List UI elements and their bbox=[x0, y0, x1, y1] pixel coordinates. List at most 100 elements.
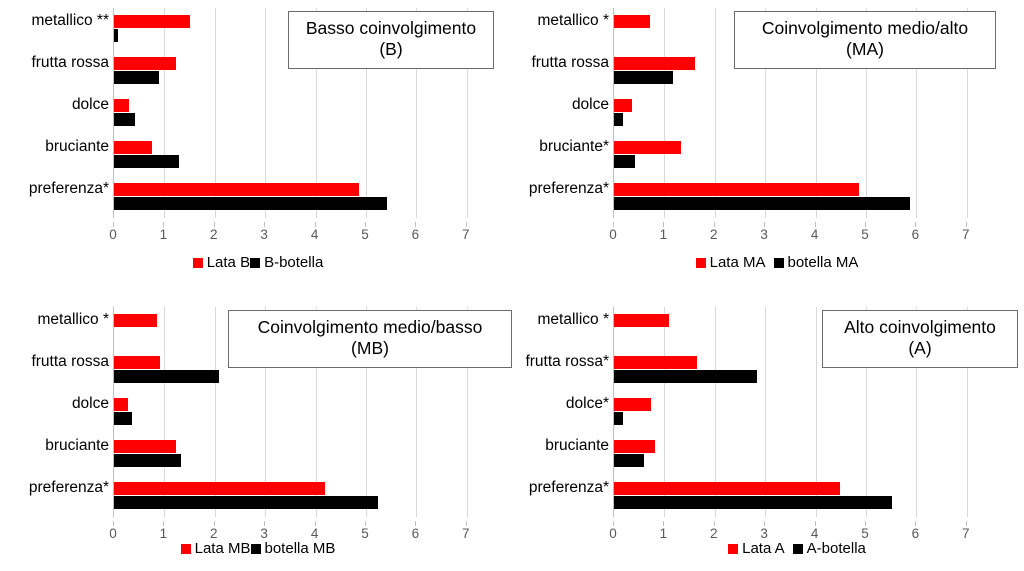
bar-bottle bbox=[114, 113, 136, 126]
bar-group bbox=[614, 134, 997, 176]
gridline bbox=[916, 307, 918, 517]
gridline bbox=[315, 307, 317, 517]
legend-entry-bottle-B: B-botella bbox=[250, 254, 323, 271]
bar-can bbox=[614, 356, 698, 369]
axis-tick-mark bbox=[465, 222, 467, 227]
category-label: frutta rossa bbox=[31, 54, 109, 71]
panel-title-line1: Coinvolgimento medio/alto bbox=[761, 18, 969, 38]
gridline bbox=[214, 307, 216, 517]
gridline bbox=[866, 307, 867, 517]
axis-tick-mark bbox=[613, 222, 614, 227]
bar-can bbox=[114, 183, 360, 196]
bar-group bbox=[114, 475, 497, 517]
legend-label-can: Lata MA bbox=[709, 254, 766, 271]
bar-group bbox=[614, 433, 997, 475]
bar-bottle bbox=[614, 412, 624, 425]
axis-tick-label: 5 bbox=[361, 227, 369, 242]
panel-title-MA: Coinvolgimento medio/alto (MA) bbox=[734, 11, 996, 69]
bar-group bbox=[114, 349, 497, 391]
gridline bbox=[664, 8, 666, 218]
axis-tick-mark bbox=[713, 521, 715, 526]
legend-label-can: Lata MB bbox=[194, 540, 251, 557]
axis-tick-mark bbox=[314, 521, 316, 526]
axis-tick-label: 6 bbox=[911, 227, 920, 242]
bar-group bbox=[114, 92, 497, 134]
legend-label-bottle: botella MB bbox=[264, 540, 336, 557]
panel-title-B: Basso coinvolgimento (B) bbox=[288, 11, 494, 69]
category-label: metallico * bbox=[37, 311, 110, 328]
axis-tick-mark bbox=[865, 521, 866, 526]
axis-tick-mark bbox=[465, 521, 467, 526]
bar-bottle bbox=[614, 496, 893, 509]
legend-entry-bottle-MA: botella MA bbox=[773, 254, 858, 271]
axis-tick-label: 1 bbox=[659, 227, 668, 242]
legend-A: Lata A A-botella bbox=[632, 540, 962, 557]
axis-tick-label: 4 bbox=[310, 526, 319, 541]
category-label: dolce bbox=[71, 96, 109, 113]
axis-tick-label: 3 bbox=[760, 526, 768, 541]
category-label: bruciante bbox=[545, 437, 609, 454]
panel-title-line2: (A) bbox=[908, 338, 932, 359]
axis-tick-mark bbox=[264, 222, 266, 227]
bar-group bbox=[614, 391, 997, 433]
legend-swatch-black-icon bbox=[250, 257, 261, 268]
bar-can bbox=[614, 57, 695, 70]
legend-B: Lata B B-botella bbox=[108, 254, 408, 271]
axis-tick-mark bbox=[314, 222, 316, 227]
bar-can bbox=[614, 482, 840, 495]
axis-tick-label: 1 bbox=[159, 227, 168, 242]
bar-group bbox=[114, 176, 497, 218]
gridline bbox=[466, 307, 468, 517]
legend-MB: Lata MB botella MB bbox=[108, 540, 408, 557]
bar-bottle bbox=[114, 370, 220, 383]
gridline bbox=[765, 8, 767, 218]
bar-bottle bbox=[114, 197, 388, 210]
axis-tick-mark bbox=[965, 521, 967, 526]
bar-can bbox=[114, 99, 129, 112]
bar-group bbox=[114, 391, 497, 433]
axis-tick-label: 6 bbox=[411, 526, 420, 541]
bar-can bbox=[614, 99, 633, 112]
category-label: dolce bbox=[71, 395, 109, 412]
panel-title-line1: Basso coinvolgimento bbox=[305, 18, 477, 38]
bars-region-B bbox=[113, 8, 496, 218]
axis-tick-label: 5 bbox=[861, 526, 869, 541]
legend-MA: Lata MA botella MA bbox=[612, 254, 942, 271]
axis-tick-mark bbox=[213, 521, 215, 526]
bar-can bbox=[614, 398, 651, 411]
axis-tick-label: 2 bbox=[210, 526, 218, 541]
bar-group bbox=[114, 50, 497, 92]
axis-tick-label: 7 bbox=[462, 526, 470, 541]
axis-tick-label: 2 bbox=[710, 227, 718, 242]
bar-bottle bbox=[614, 113, 624, 126]
axis-tick-label: 7 bbox=[462, 227, 470, 242]
bar-can bbox=[114, 314, 158, 327]
bar-bottle bbox=[614, 155, 635, 168]
axis-tick-mark bbox=[113, 521, 114, 526]
axis-tick-label: 6 bbox=[411, 227, 420, 242]
axis-tick-mark bbox=[113, 222, 114, 227]
axis-tick-mark bbox=[415, 521, 417, 526]
gridline bbox=[966, 8, 968, 218]
axis-tick-label: 4 bbox=[810, 227, 819, 242]
axis-tick-mark bbox=[415, 222, 417, 227]
axis-tick-mark bbox=[213, 222, 215, 227]
axis-tick-label: 2 bbox=[710, 526, 718, 541]
legend-swatch-black-icon bbox=[250, 543, 261, 554]
bar-can bbox=[114, 15, 190, 28]
gridline bbox=[164, 307, 166, 517]
bar-bottle bbox=[614, 71, 673, 84]
gridline bbox=[315, 8, 317, 218]
legend-entry-can-MB: Lata MB bbox=[180, 540, 251, 557]
category-label: preferenza* bbox=[28, 479, 109, 496]
axis-tick-label: 0 bbox=[109, 526, 117, 541]
bar-can bbox=[614, 183, 860, 196]
category-label: preferenza* bbox=[528, 180, 609, 197]
bar-group bbox=[614, 349, 997, 391]
axis-tick-label: 5 bbox=[861, 227, 869, 242]
